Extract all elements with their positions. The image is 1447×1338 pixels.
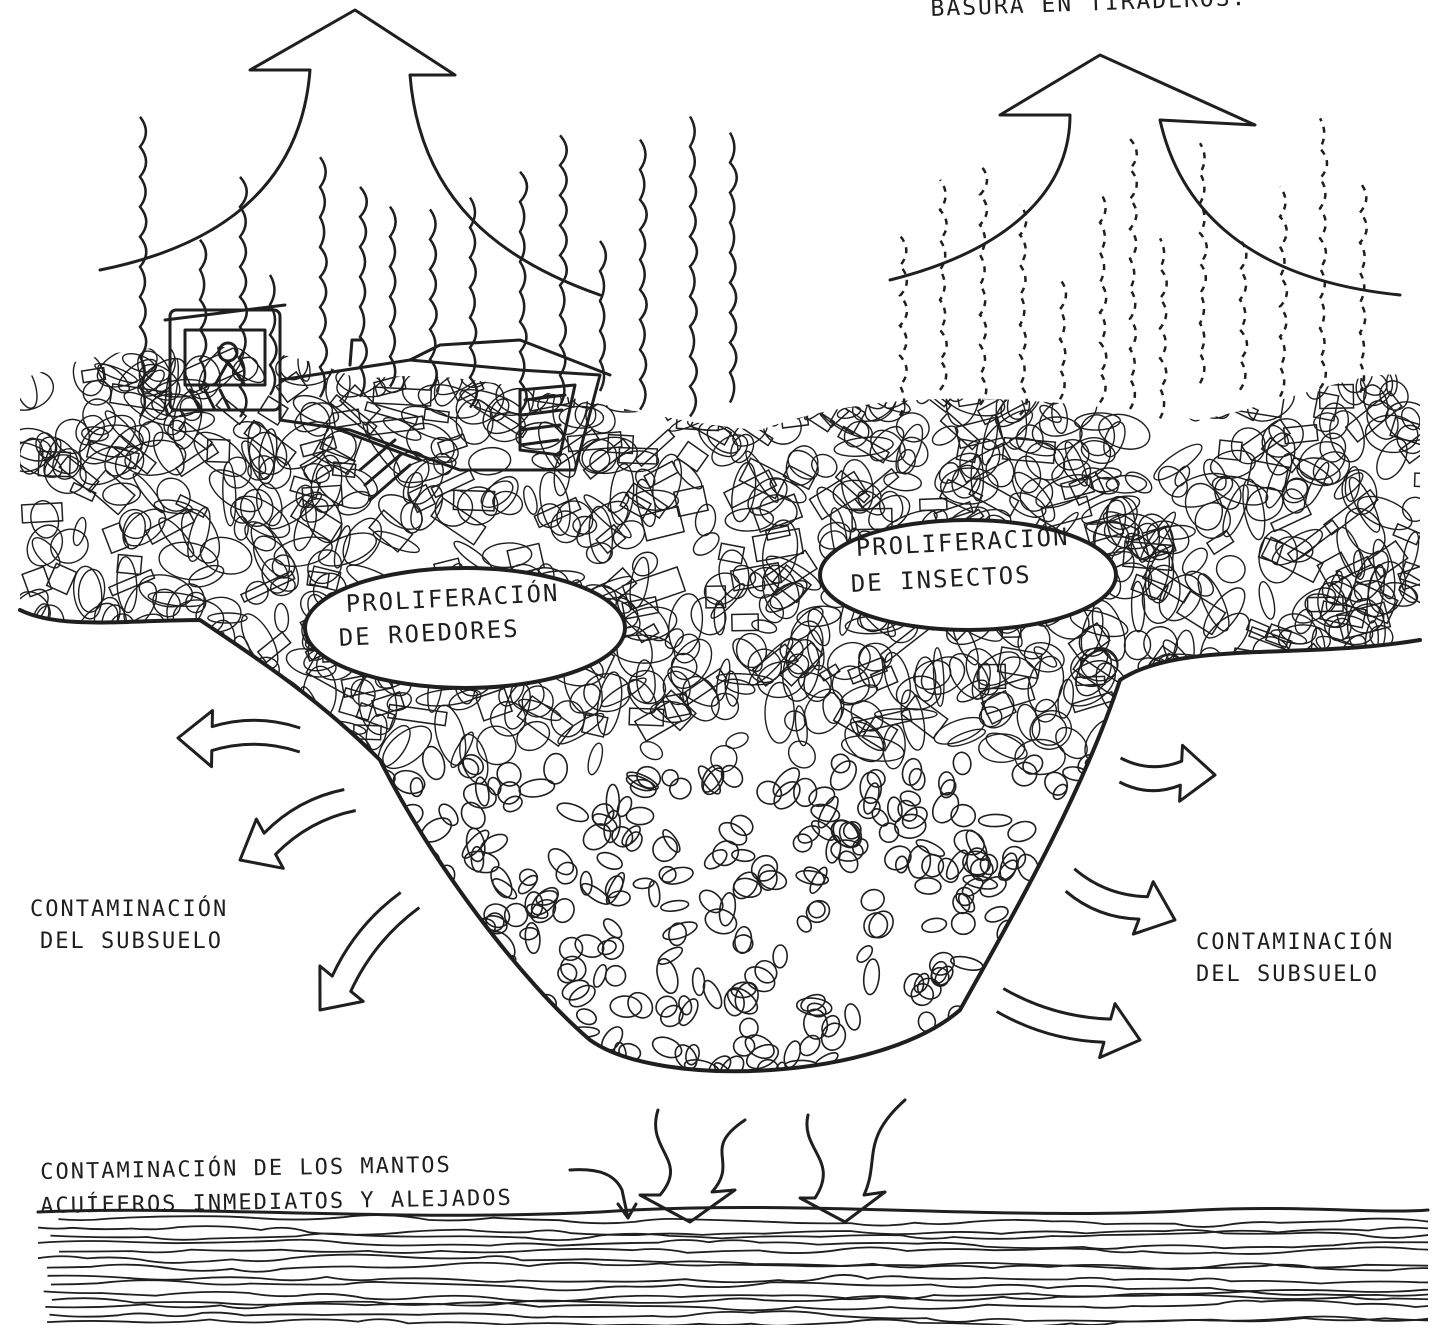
subsoil-left-label-line-2: DEL SUBSUELO: [40, 927, 223, 957]
subsoil-right-label-line-2: DEL SUBSUELO: [1196, 960, 1379, 990]
aquifer-down-arrows: [570, 1100, 905, 1222]
subsoil-right-label-line-1: CONTAMINACIÓN: [1196, 928, 1394, 958]
subsoil-flow-arrows: [178, 711, 1215, 1058]
subsoil-left-label-line-1: CONTAMINACIÓN: [30, 895, 228, 925]
aquifer-layer: [32, 1215, 1447, 1326]
pit-outline: [20, 610, 1420, 1071]
